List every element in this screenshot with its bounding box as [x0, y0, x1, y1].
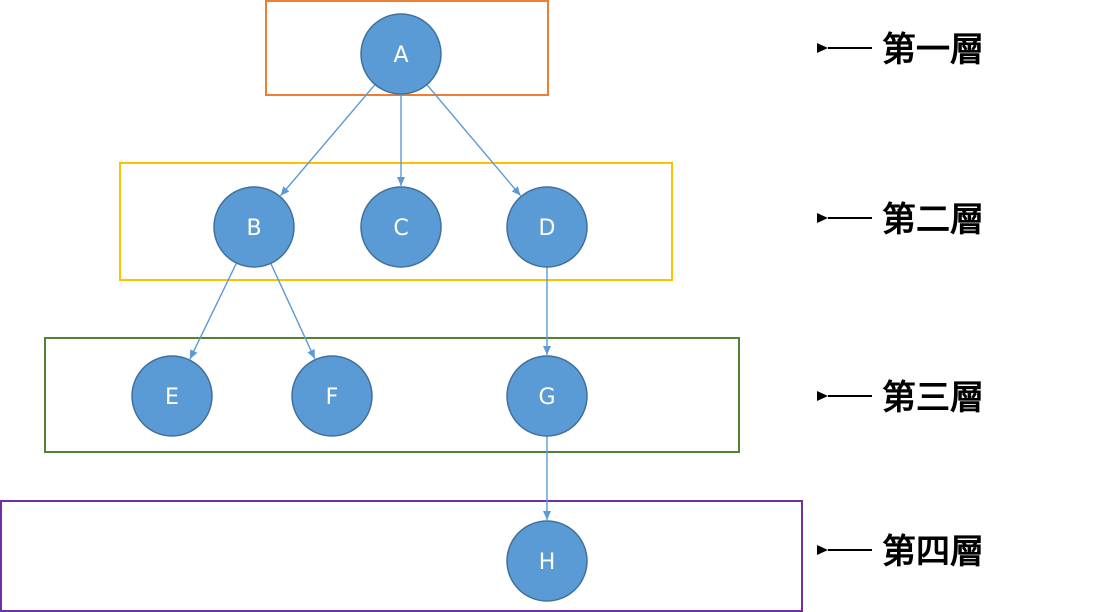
- node-g: G: [506, 355, 588, 437]
- level-2-box: [119, 162, 673, 281]
- level-4-label: 第四層: [882, 532, 984, 572]
- node-c-circle: [360, 186, 442, 268]
- node-a-label: A: [393, 43, 408, 68]
- node-g-circle: [506, 355, 588, 437]
- node-e-label: E: [165, 385, 179, 410]
- level-4-box: [0, 500, 803, 612]
- level-1-label: 第一層: [882, 30, 984, 70]
- nodes-group: A B C D E F G H: [131, 13, 588, 602]
- edge-b-e: [189, 262, 238, 360]
- level-3-label: 第三層: [882, 378, 984, 418]
- level-3-box: [44, 337, 740, 453]
- node-b: B: [213, 186, 295, 268]
- node-f-circle: [291, 355, 373, 437]
- level-2-label: 第二層: [882, 200, 984, 240]
- node-b-circle: [213, 186, 295, 268]
- node-c-label: C: [393, 216, 408, 241]
- node-h-label: H: [539, 550, 556, 575]
- node-e: E: [131, 355, 213, 437]
- node-d: D: [506, 186, 588, 268]
- node-a: A: [360, 13, 442, 95]
- level-1-box: [265, 0, 549, 96]
- node-f: F: [291, 355, 373, 437]
- node-g-label: G: [538, 385, 555, 410]
- node-c: C: [360, 186, 442, 268]
- edge-a-d: [426, 84, 522, 197]
- node-f-label: F: [326, 385, 339, 410]
- node-h: H: [506, 520, 588, 602]
- node-d-label: D: [539, 216, 556, 241]
- node-h-circle: [506, 520, 588, 602]
- edge-a-b: [280, 84, 376, 197]
- edge-b-f: [270, 263, 316, 360]
- node-b-label: B: [246, 216, 261, 241]
- node-d-circle: [506, 186, 588, 268]
- node-e-circle: [131, 355, 213, 437]
- edges-group: [189, 84, 551, 520]
- node-a-circle: [360, 13, 442, 95]
